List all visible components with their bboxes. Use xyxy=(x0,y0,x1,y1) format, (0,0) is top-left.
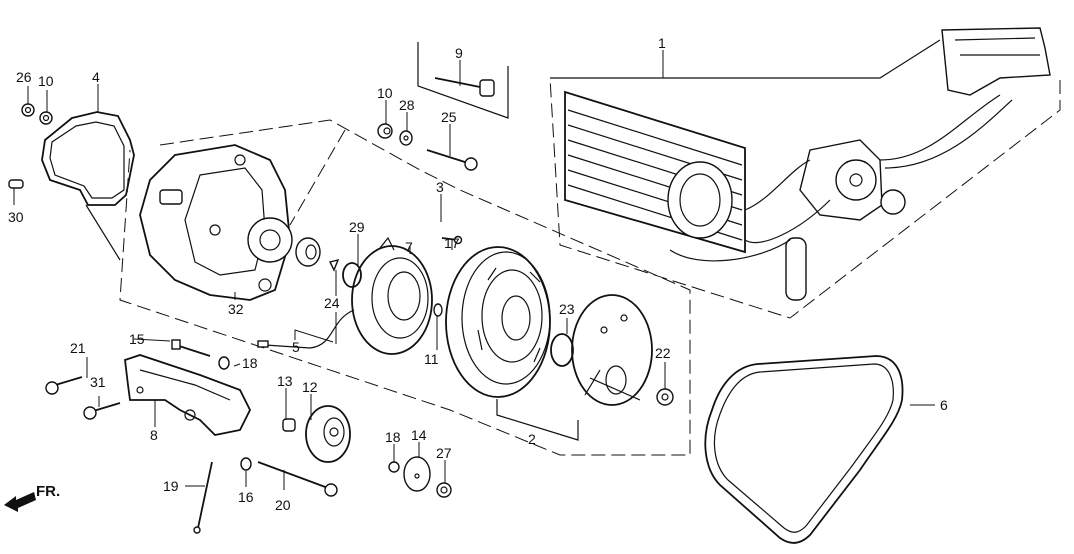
system-compressor xyxy=(799,139,906,221)
clip-30 xyxy=(8,179,24,189)
leader-lines xyxy=(13,50,935,490)
callout-21: 21 xyxy=(70,340,86,356)
callout-18b: 18 xyxy=(385,429,401,445)
bolt-31 xyxy=(83,402,121,420)
shim-11 xyxy=(433,303,443,317)
callout-8: 8 xyxy=(150,427,158,443)
callout-10b: 10 xyxy=(377,85,393,101)
spacer-13 xyxy=(282,418,296,432)
callout-30: 30 xyxy=(8,209,24,225)
callout-18a: 18 xyxy=(242,355,258,371)
callout-12: 12 xyxy=(302,379,318,395)
bolt-17 xyxy=(441,235,463,245)
field-coil-7 xyxy=(351,236,433,355)
evaporator xyxy=(941,27,1051,96)
callout-1: 1 xyxy=(658,35,666,51)
nut-10-upper xyxy=(377,123,393,139)
callout-26: 26 xyxy=(16,69,32,85)
receiver-dryer xyxy=(785,237,807,301)
callout-9: 9 xyxy=(455,45,463,61)
callout-7: 7 xyxy=(405,239,413,255)
callout-3: 3 xyxy=(436,179,444,195)
front-indicator-label: FR. xyxy=(36,483,60,500)
callout-16: 16 xyxy=(238,489,254,505)
callout-17: 17 xyxy=(444,235,460,251)
callout-14: 14 xyxy=(411,427,427,443)
callout-24: 24 xyxy=(324,295,340,311)
nut-22 xyxy=(656,388,674,406)
callout-19: 19 xyxy=(163,478,179,494)
bolt-21 xyxy=(45,376,83,395)
washer-16 xyxy=(240,457,252,471)
condenser-kit-boundary xyxy=(549,39,1061,319)
callout-31: 31 xyxy=(90,374,106,390)
bolt-9 xyxy=(434,77,495,97)
snap-ring-29 xyxy=(342,262,362,288)
washer-28 xyxy=(399,130,413,146)
callout-6: 6 xyxy=(940,397,948,413)
compressor-assembly-boundary xyxy=(119,119,691,456)
callout-15: 15 xyxy=(129,331,145,347)
bolt-9-bracket xyxy=(417,42,509,119)
callout-28: 28 xyxy=(399,97,415,113)
nut-10-left xyxy=(39,111,53,125)
callout-23: 23 xyxy=(559,301,575,317)
callout-5: 5 xyxy=(292,339,300,355)
callout-labels: 1 2 3 4 5 6 7 8 9 10 10 11 12 13 14 15 1… xyxy=(8,35,948,513)
nut-27 xyxy=(436,482,452,498)
callout-20: 20 xyxy=(275,497,291,513)
callout-4: 4 xyxy=(92,69,100,85)
bracket-8 xyxy=(124,354,252,436)
callout-2: 2 xyxy=(528,431,536,447)
snap-ring-23 xyxy=(550,333,574,367)
callout-13: 13 xyxy=(277,373,293,389)
key-24 xyxy=(328,258,340,272)
washer-18-upper xyxy=(218,356,230,370)
bolt-25 xyxy=(426,149,478,171)
compressor-32 xyxy=(139,144,293,301)
pulley xyxy=(445,246,551,398)
belt-cover-4 xyxy=(41,111,135,261)
callout-27: 27 xyxy=(436,445,452,461)
plate-14 xyxy=(403,456,431,492)
drive-belt-6 xyxy=(704,355,904,544)
callout-32: 32 xyxy=(228,301,244,317)
nut-26 xyxy=(21,103,35,117)
stud-19 xyxy=(193,461,213,534)
bolt-15 xyxy=(171,339,211,357)
shaft-seal xyxy=(295,237,321,267)
clutch-assembly-boundary xyxy=(289,129,346,226)
condenser xyxy=(564,90,746,254)
armature-plate xyxy=(571,294,653,406)
ac-lines xyxy=(669,94,1013,262)
callout-22: 22 xyxy=(655,345,671,361)
bolt-20 xyxy=(257,461,338,497)
callout-10a: 10 xyxy=(38,73,54,89)
coil-wire xyxy=(257,309,355,349)
front-direction-arrow: FR. xyxy=(4,483,60,512)
idler-pulley-12 xyxy=(305,405,351,463)
callout-11: 11 xyxy=(424,351,439,367)
washer-18-lower xyxy=(388,461,400,473)
callout-25: 25 xyxy=(441,109,457,125)
callout-29: 29 xyxy=(349,219,365,235)
